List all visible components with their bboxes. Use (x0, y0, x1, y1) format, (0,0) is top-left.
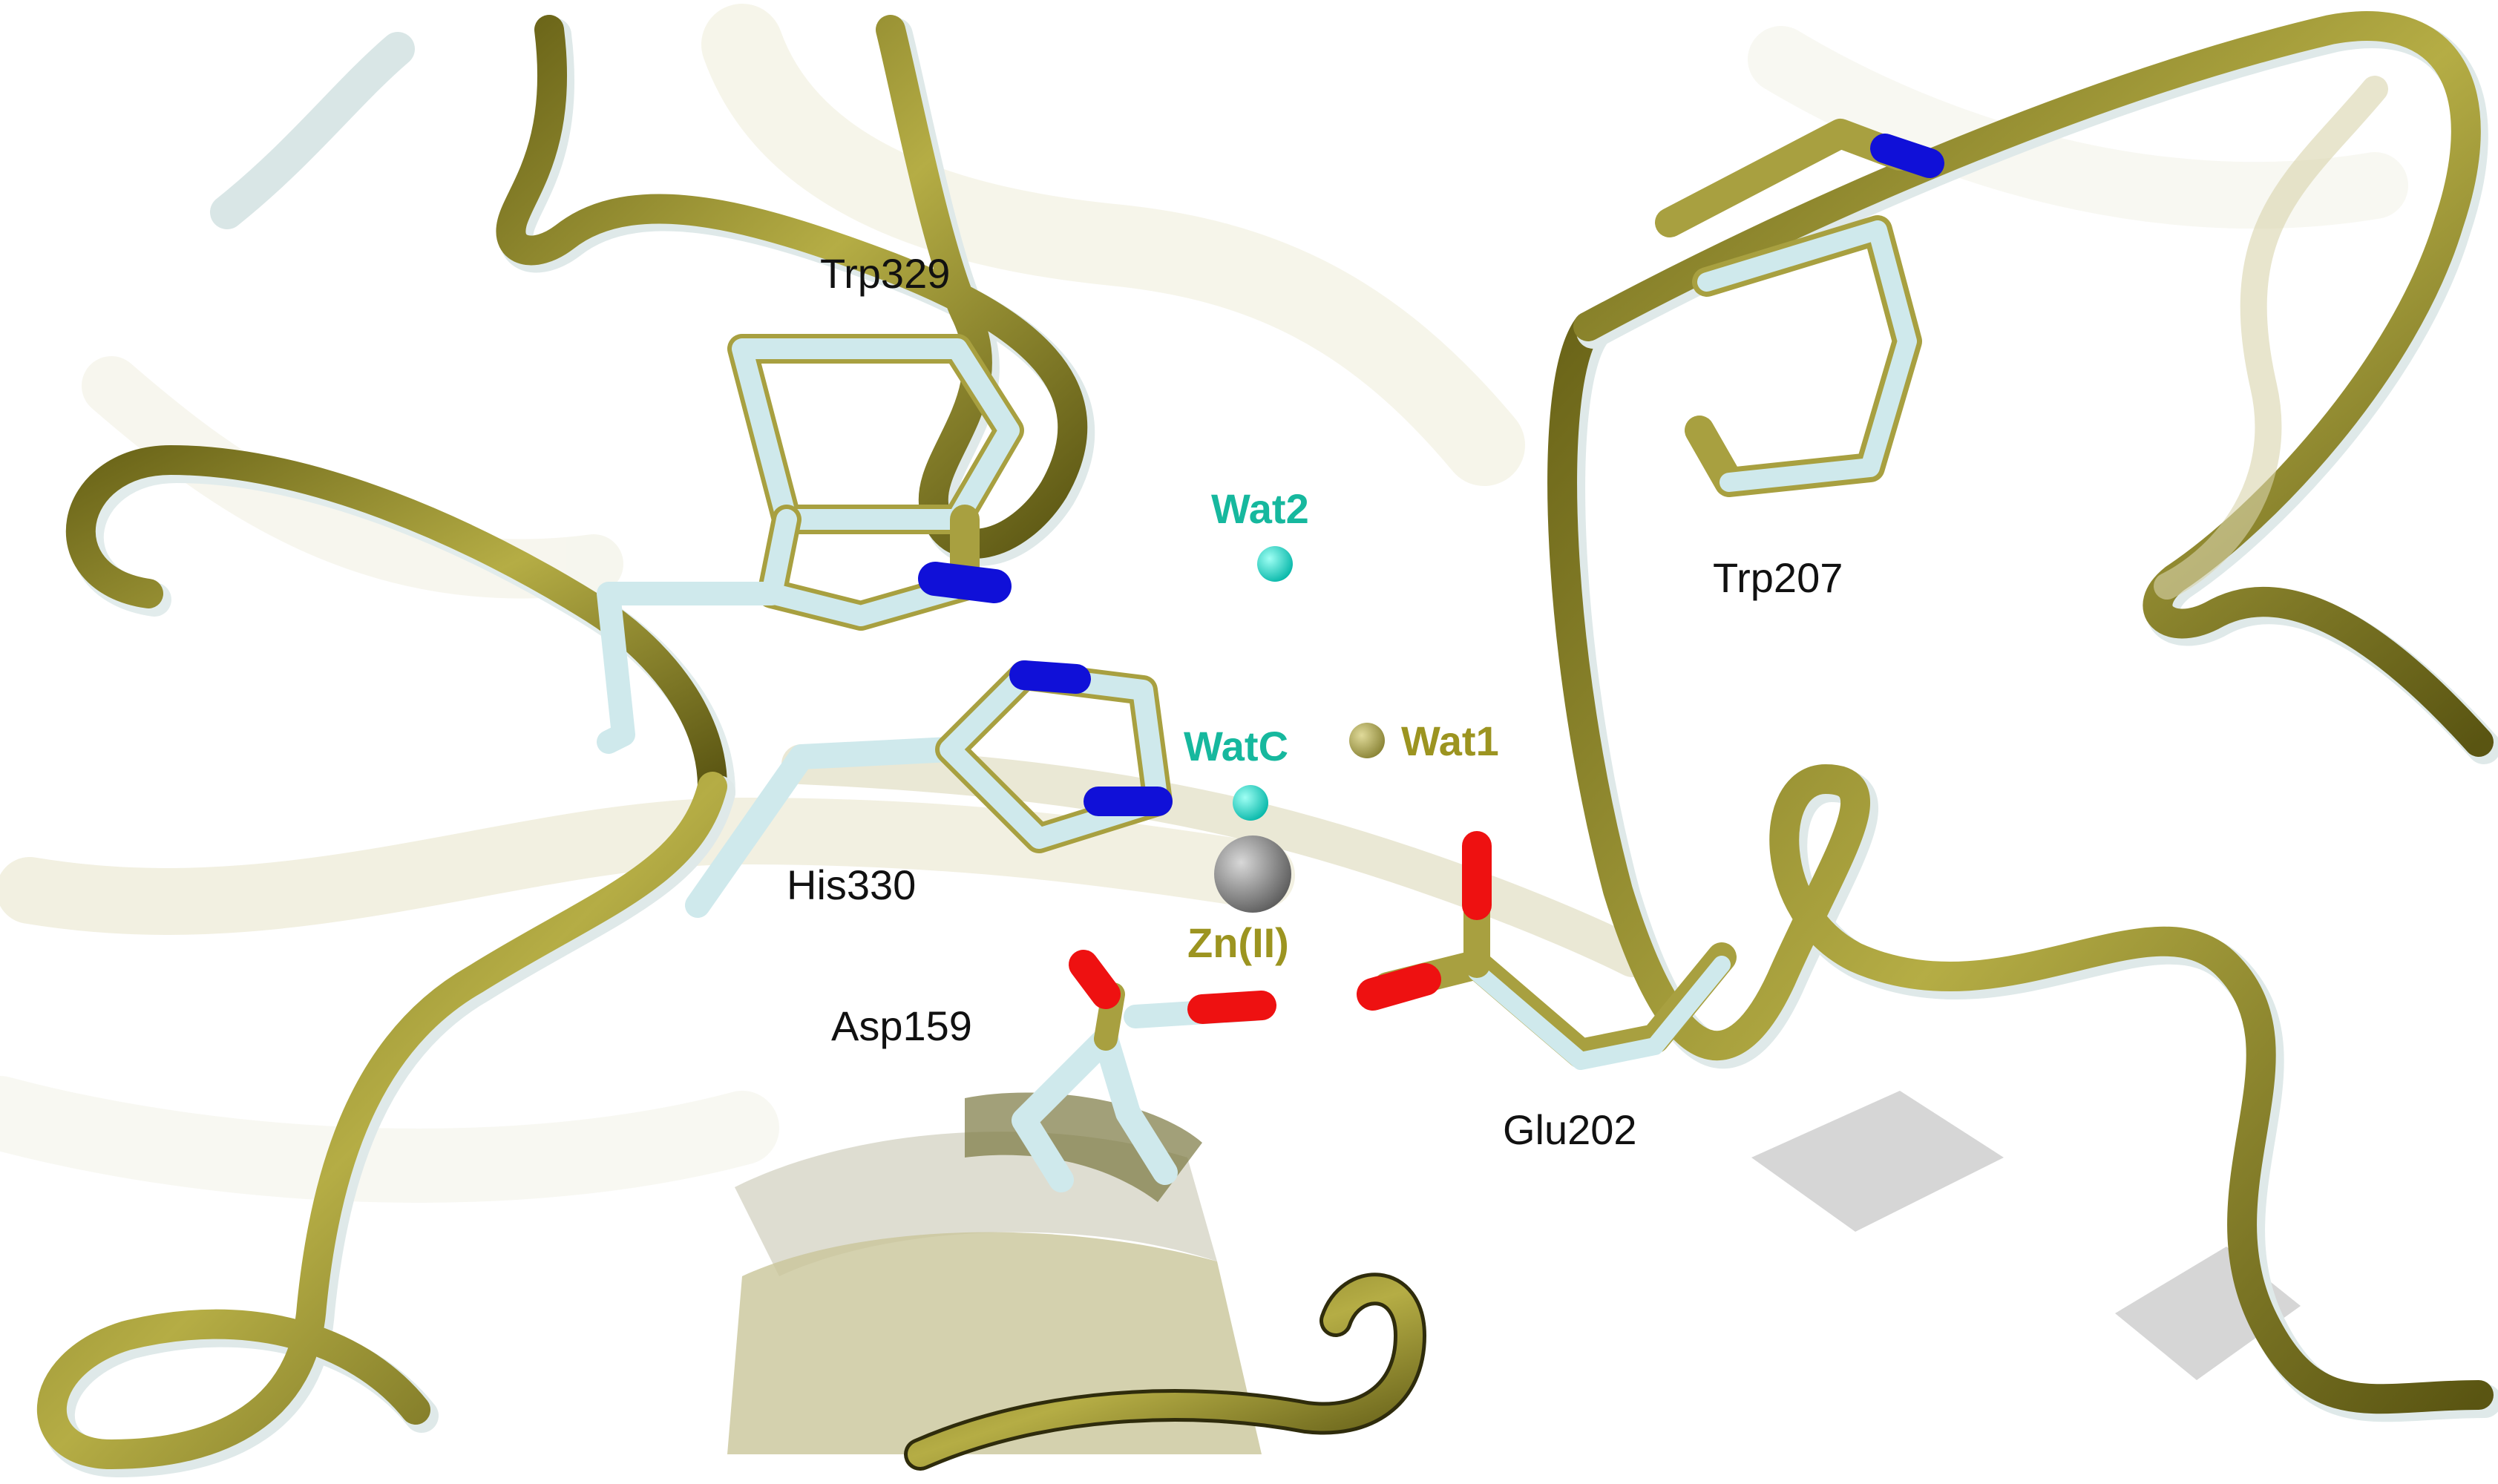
zinc-sphere (1214, 835, 1291, 913)
background-ribbons (0, 4, 2408, 1203)
trp329-residue (597, 334, 1024, 754)
watc-sphere (1233, 785, 1268, 821)
trp207-residue (1655, 119, 1944, 497)
label-asp159: Asp159 (831, 1002, 972, 1049)
asp159-residue (1012, 950, 1276, 1192)
wat1-sphere (1349, 723, 1385, 758)
label-watc: WatC (1184, 723, 1288, 769)
label-wat1: Wat1 (1401, 718, 1499, 764)
label-his330: His330 (787, 861, 916, 908)
label-glu202: Glu202 (1503, 1106, 1637, 1153)
his330-residue (685, 660, 1173, 918)
label-trp207: Trp207 (1713, 554, 1843, 601)
label-trp329: Trp329 (820, 250, 950, 297)
label-wat2: Wat2 (1211, 485, 1309, 532)
wat2-sphere (1257, 546, 1293, 582)
protein-backbone (37, 11, 2498, 1477)
bottom-helix (727, 1091, 2301, 1454)
label-zn: Zn(II) (1187, 919, 1289, 966)
glu202-residue (1357, 831, 1737, 1070)
